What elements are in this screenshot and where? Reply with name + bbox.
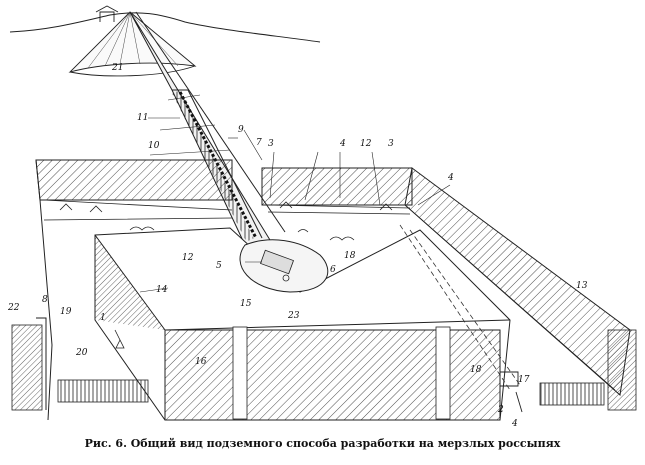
loading-chamber xyxy=(239,239,329,293)
winch-icon xyxy=(499,371,523,413)
label-4a: 4 xyxy=(339,139,346,149)
support-pillar-15 xyxy=(232,326,248,420)
label-12b: 12 xyxy=(182,253,194,263)
label-14: 14 xyxy=(156,285,168,295)
label-4c: 4 xyxy=(511,419,518,429)
ore-piles xyxy=(129,226,355,241)
label-19: 19 xyxy=(60,307,72,317)
label-7: 7 xyxy=(256,138,262,148)
label-21: 21 xyxy=(111,63,123,73)
label-17: 17 xyxy=(518,375,530,385)
left-wall xyxy=(35,159,53,421)
label-23: 23 xyxy=(287,311,300,321)
ventilation-shaft-right xyxy=(607,329,637,411)
label-15: 15 xyxy=(240,299,252,309)
ventilation-shaft-left xyxy=(11,317,47,411)
waste-dump xyxy=(68,11,197,77)
leader-lines xyxy=(139,117,451,293)
surface-hill xyxy=(9,5,321,43)
label-16: 16 xyxy=(195,357,207,367)
scraper-ropes xyxy=(399,224,523,413)
label-12a: 12 xyxy=(360,139,372,149)
label-3a: 3 xyxy=(268,139,274,149)
label-6: 6 xyxy=(330,265,336,275)
label-1: 1 xyxy=(100,313,106,323)
label-10: 10 xyxy=(148,141,160,151)
label-18a: 18 xyxy=(344,251,356,261)
haulage-drift xyxy=(43,199,411,221)
fence-left xyxy=(57,379,149,403)
label-3b: 3 xyxy=(388,139,394,149)
label-8: 8 xyxy=(42,295,48,305)
label-13: 13 xyxy=(576,281,588,291)
label-18b: 18 xyxy=(470,365,482,375)
rock-pillar xyxy=(94,227,511,421)
label-9: 9 xyxy=(238,125,244,135)
loader-machine-icon xyxy=(259,249,295,275)
back-wall-left xyxy=(35,159,233,201)
label-20: 20 xyxy=(75,348,88,358)
label-5: 5 xyxy=(216,261,222,271)
drill-icon xyxy=(114,329,125,349)
label-2: 2 xyxy=(497,405,504,415)
headframe-house-icon xyxy=(95,5,119,22)
label-4b: 4 xyxy=(447,173,454,183)
back-wall-right xyxy=(261,167,413,206)
label-22: 22 xyxy=(7,303,20,313)
support-pillar xyxy=(435,326,451,420)
label-11: 11 xyxy=(137,113,148,123)
figure-caption: Рис. 6. Общий вид подземного способа раз… xyxy=(84,437,561,450)
fence-right xyxy=(539,382,605,406)
